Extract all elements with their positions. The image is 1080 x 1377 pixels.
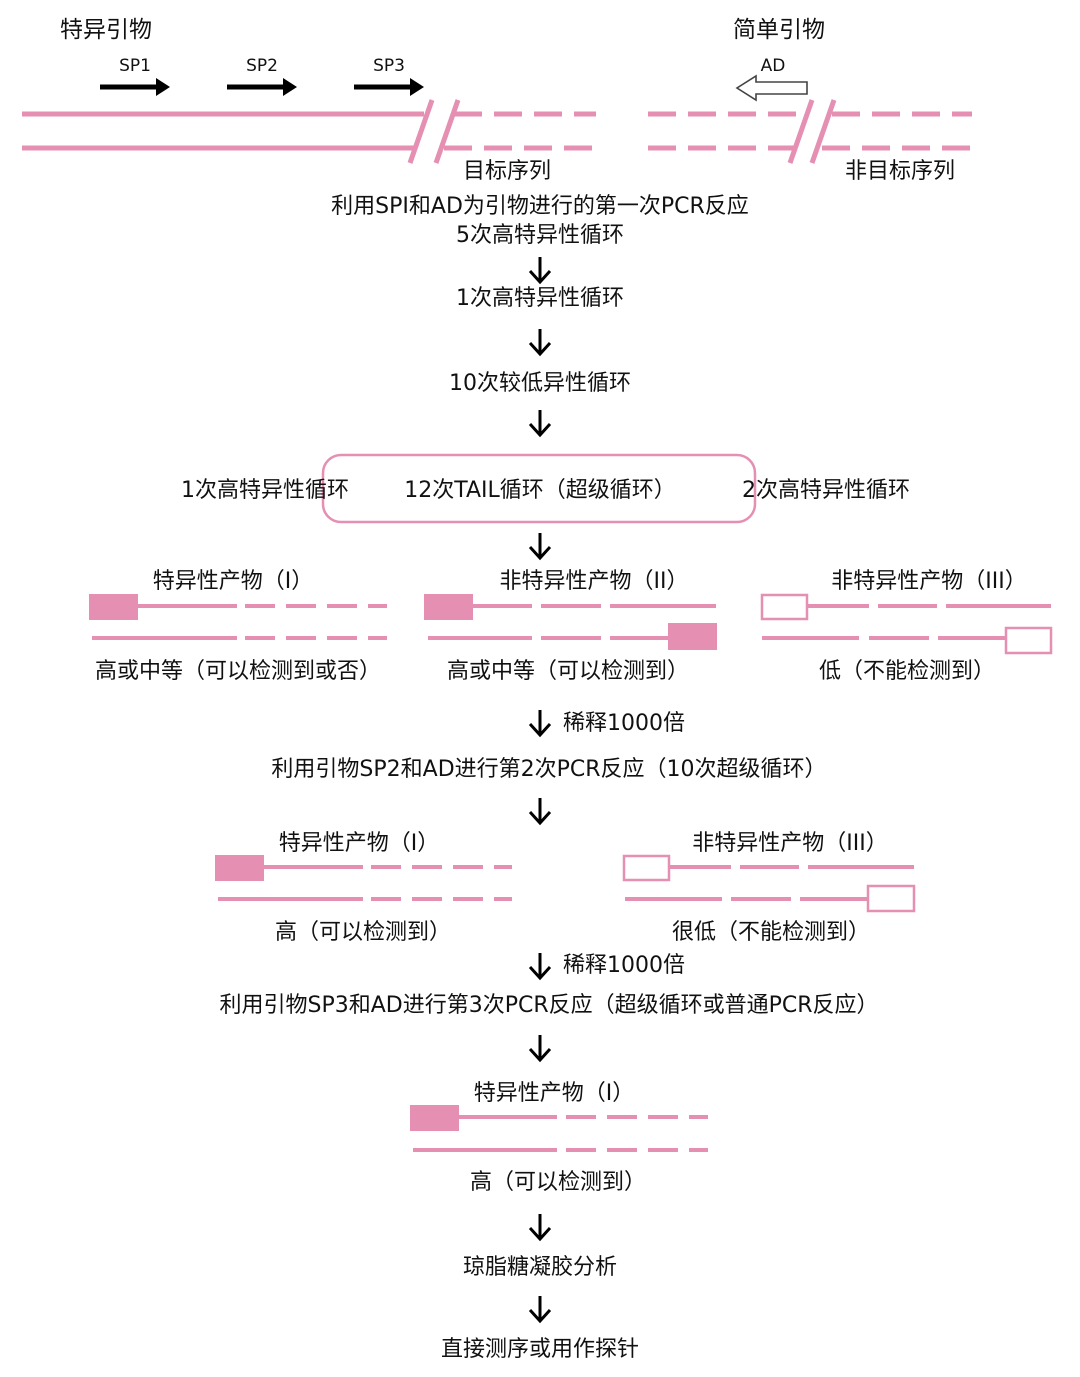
round1-title: 利用SPI和AD为引物进行的第一次PCR反应 bbox=[331, 194, 749, 219]
r3-product-i-title: 特异性产物（I） bbox=[473, 1081, 635, 1106]
final-step-gel: 琼脂糖凝胶分析 bbox=[462, 1255, 618, 1280]
simple-primer-title: 简单引物 bbox=[733, 17, 825, 43]
sp2-label: SP2 bbox=[246, 56, 278, 76]
round1-cycles: 5次高特异性循环 bbox=[456, 223, 624, 248]
sp1-label: SP1 bbox=[119, 56, 151, 76]
round2-title: 利用引物SP2和AD进行第2次PCR反应（10次超级循环） bbox=[271, 757, 827, 782]
product-iii-title: 非特异性产物（III） bbox=[831, 569, 1027, 594]
primer-block-outline bbox=[866, 884, 916, 913]
down-arrow-icon bbox=[528, 329, 552, 357]
product-i-strands bbox=[92, 604, 387, 640]
specific-primers-title: 特异引物 bbox=[60, 17, 152, 43]
primer-block bbox=[89, 594, 138, 620]
tail-center-label: 12次TAIL循环（超级循环） bbox=[404, 478, 676, 503]
sp3-arrow-icon bbox=[354, 78, 424, 96]
sp2-arrow-icon bbox=[227, 78, 297, 96]
sp1-arrow-icon bbox=[100, 78, 170, 96]
down-arrow-icon bbox=[528, 953, 552, 981]
round1-step2: 1次高特异性循环 bbox=[456, 286, 624, 311]
r2-product-iii-title: 非特异性产物（III） bbox=[692, 831, 888, 856]
tail-cycle-box bbox=[321, 453, 757, 524]
down-arrow-icon bbox=[528, 710, 552, 738]
product-ii-title: 非特异性产物（II） bbox=[499, 569, 689, 594]
r3-product-i-caption: 高（可以检测到） bbox=[469, 1170, 647, 1195]
round1-step3: 10次较低异性循环 bbox=[449, 371, 631, 396]
product-ii-strands bbox=[428, 604, 716, 640]
down-arrow-icon bbox=[528, 1296, 552, 1324]
dilution-label-1: 稀释1000倍 bbox=[563, 711, 685, 736]
product-iii-caption: 低（不能检测到） bbox=[818, 659, 996, 684]
primer-block bbox=[424, 594, 473, 620]
tail-left-label: 1次高特异性循环 bbox=[181, 478, 349, 503]
r2-product-i-strands bbox=[218, 865, 512, 901]
primer-block-outline bbox=[760, 593, 809, 621]
product-iii-strands bbox=[762, 604, 1051, 640]
target-sequence-label: 目标序列 bbox=[462, 159, 552, 184]
product-i-caption: 高或中等（可以检测到或否） bbox=[94, 659, 382, 684]
down-arrow-icon bbox=[528, 1035, 552, 1063]
primer-block bbox=[215, 855, 264, 881]
down-arrow-icon bbox=[528, 1214, 552, 1242]
r2-product-i-title: 特异性产物（I） bbox=[278, 831, 440, 856]
r2-product-i-caption: 高（可以检测到） bbox=[274, 920, 452, 945]
nontarget-sequence-label: 非目标序列 bbox=[844, 159, 956, 184]
product-i-title: 特异性产物（I） bbox=[152, 569, 314, 594]
primer-block-outline bbox=[1004, 626, 1053, 655]
r2-product-iii-caption: 很低（不能检测到） bbox=[671, 920, 871, 945]
final-step-sequence: 直接测序或用作探针 bbox=[440, 1337, 640, 1362]
primer-block bbox=[410, 1105, 459, 1131]
ad-arrow-icon bbox=[735, 74, 808, 102]
primer-block bbox=[668, 623, 717, 650]
r3-product-i-strands bbox=[413, 1115, 708, 1152]
dilution-label-2: 稀释1000倍 bbox=[563, 953, 685, 978]
primer-block-outline bbox=[622, 854, 671, 882]
ad-label: AD bbox=[760, 56, 786, 76]
down-arrow-icon bbox=[528, 410, 552, 438]
down-arrow-icon bbox=[528, 798, 552, 826]
down-arrow-icon bbox=[528, 533, 552, 561]
tail-right-label: 2次高特异性循环 bbox=[742, 478, 910, 503]
down-arrow-icon bbox=[528, 257, 552, 285]
round3-title: 利用引物SP3和AD进行第3次PCR反应（超级循环或普通PCR反应） bbox=[219, 993, 879, 1018]
flow-arrows bbox=[528, 257, 552, 1324]
sp3-label: SP3 bbox=[373, 56, 405, 76]
nontarget-template bbox=[648, 99, 972, 164]
product-ii-caption: 高或中等（可以检测到） bbox=[446, 659, 690, 684]
r2-product-iii-strands bbox=[625, 865, 914, 901]
target-template bbox=[22, 99, 596, 164]
